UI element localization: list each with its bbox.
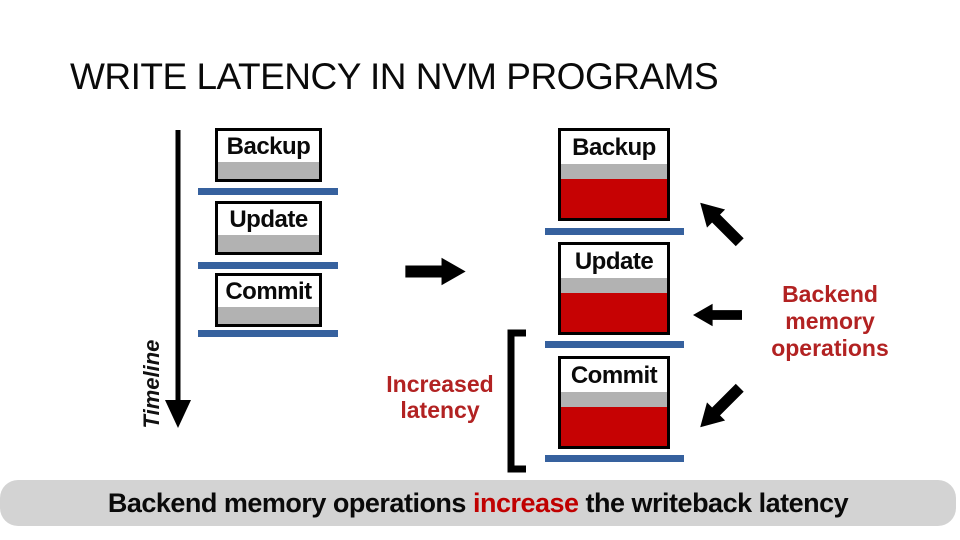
- left-step-box-update: Update: [215, 201, 322, 255]
- blue-underline: [545, 228, 684, 235]
- timeline-arrow-icon: [165, 130, 191, 428]
- gray-band: [218, 307, 319, 324]
- right-step-box-backup: Backup: [558, 128, 670, 221]
- backend-memory-operations-label: Backend memory operations: [755, 281, 905, 362]
- red-latency-block: [561, 293, 667, 332]
- gray-band: [561, 164, 667, 179]
- right-step-box-update: Update: [558, 242, 670, 335]
- left-step-box-backup: Backup: [215, 128, 322, 182]
- footer-text-suffix: the writeback latency: [578, 487, 849, 518]
- left-bracket-icon: [507, 329, 526, 473]
- backend-label-line2: memory: [785, 308, 875, 334]
- right-arrow-icon: [405, 257, 466, 286]
- increased-latency-label: Increased latency: [370, 371, 510, 423]
- backend-label-line3: operations: [771, 335, 889, 361]
- right-step-label-backup: Backup: [572, 133, 656, 161]
- blue-underline: [545, 455, 684, 462]
- blue-underline: [198, 188, 338, 195]
- footer-takeaway-text: Backend memory operations increase the w…: [107, 487, 849, 519]
- left-step-box-commit: Commit: [215, 273, 322, 327]
- footer-text-prefix: Backend memory operations: [107, 487, 473, 518]
- blue-underline: [198, 330, 338, 337]
- left-step-label-commit: Commit: [225, 277, 312, 305]
- backend-label-line1: Backend: [782, 281, 878, 307]
- down-left-arrow-icon: [690, 377, 750, 437]
- up-left-arrow-icon: [690, 192, 750, 252]
- red-latency-block: [561, 179, 667, 218]
- gray-band: [218, 162, 319, 179]
- timeline-label: Timeline: [139, 339, 164, 429]
- increased-latency-line2: latency: [400, 397, 480, 423]
- left-step-label-backup: Backup: [226, 132, 311, 160]
- right-step-box-commit: Commit: [558, 356, 670, 449]
- footer-text-highlight: increase: [472, 487, 579, 518]
- left-step-label-update: Update: [229, 205, 308, 233]
- red-latency-block: [561, 407, 667, 446]
- gray-band: [561, 278, 667, 293]
- gray-band: [561, 392, 667, 407]
- blue-underline: [545, 341, 684, 348]
- right-step-label-commit: Commit: [570, 361, 658, 389]
- left-arrow-icon: [693, 303, 742, 327]
- blue-underline: [198, 262, 338, 269]
- gray-band: [218, 235, 319, 252]
- right-step-label-update: Update: [574, 247, 654, 275]
- slide-title: WRITE LATENCY IN NVM PROGRAMS: [70, 56, 719, 97]
- footer-takeaway-bar: Backend memory operations increase the w…: [0, 480, 956, 526]
- increased-latency-line1: Increased: [386, 371, 494, 397]
